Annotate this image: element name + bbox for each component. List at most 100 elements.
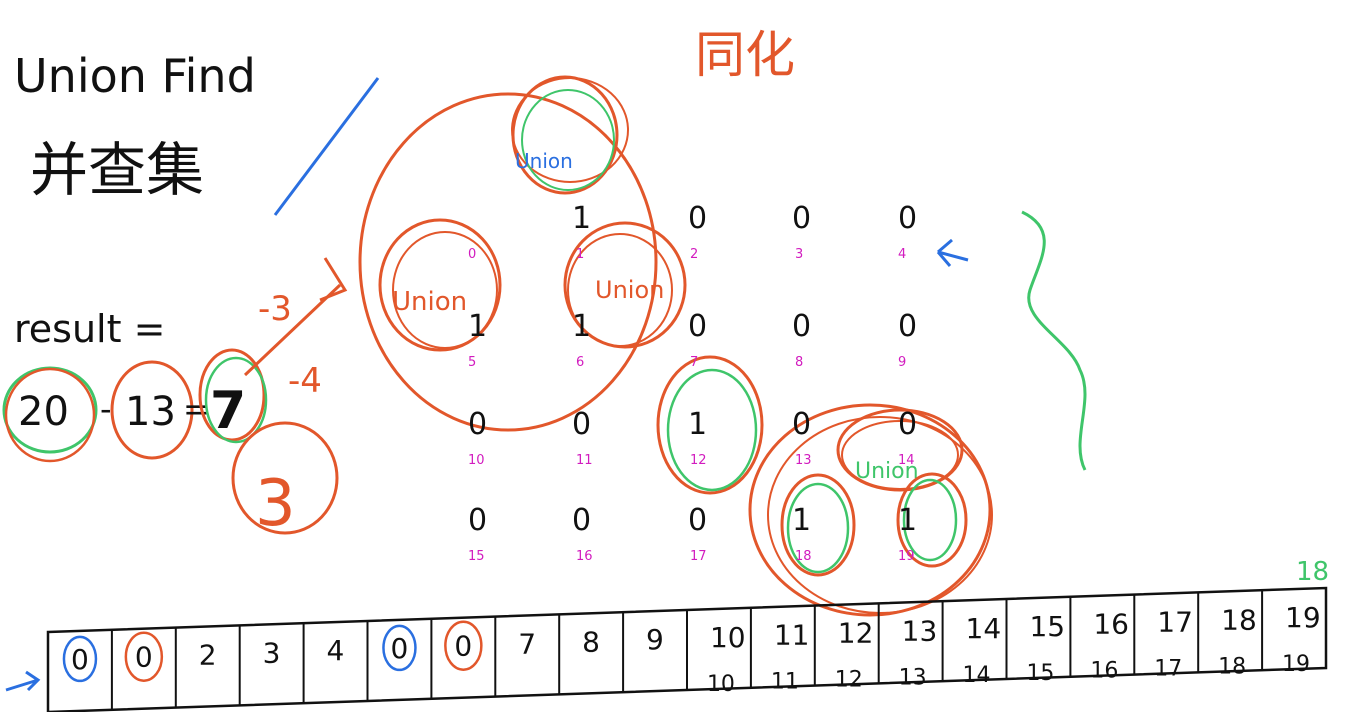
result-term-1: 20 bbox=[18, 389, 69, 435]
array-cell-6: 0 bbox=[454, 630, 472, 663]
grid-cell-value-r0-c4: 0 bbox=[898, 201, 917, 236]
array-cell-13: 13 bbox=[902, 614, 938, 647]
array-cell-17: 17 bbox=[1157, 606, 1193, 639]
grid-cell-index-6: 6 bbox=[576, 355, 584, 370]
grid-cell-value-r0-c1: 1 bbox=[572, 201, 591, 236]
grid-cell-value-r3-c4: 1 bbox=[898, 503, 917, 538]
array-index-14: 14 bbox=[963, 663, 991, 688]
result-op-1: - bbox=[100, 390, 112, 428]
array-cell-5: 0 bbox=[390, 632, 408, 665]
grid-cell-index-7: 7 bbox=[690, 355, 698, 370]
pointer-arrow bbox=[936, 238, 969, 267]
grid-cell-index-14: 14 bbox=[898, 453, 915, 468]
union-label-2: Union bbox=[392, 287, 467, 317]
grid-cell-value-r3-c2: 0 bbox=[688, 503, 707, 538]
grid-cell-value-r0-c2: 0 bbox=[688, 201, 707, 236]
grid-cell-value-r2-c0: 0 bbox=[468, 407, 487, 442]
grid-cell-value-r1-c2: 0 bbox=[688, 309, 707, 344]
array-index-12: 12 bbox=[835, 668, 863, 693]
grid-cell-value-r0-c3: 0 bbox=[792, 201, 811, 236]
top-note: 同化 bbox=[695, 26, 795, 84]
grid-cell-value-r2-c1: 0 bbox=[572, 407, 591, 442]
annotation-3: 3 bbox=[255, 467, 296, 541]
annotation-minus-4: -4 bbox=[288, 361, 322, 401]
grid-cell-index-11: 11 bbox=[576, 453, 593, 468]
grid-cell-value-r2-c4: 0 bbox=[898, 407, 917, 442]
array-cell-7: 7 bbox=[518, 628, 536, 661]
array-cell-15: 15 bbox=[1029, 610, 1065, 643]
grid-cell-index-0: 0 bbox=[468, 247, 476, 262]
grid-cell-index-9: 9 bbox=[898, 355, 906, 370]
result-expression: 20 - 13 = 7 -3 -4 3 bbox=[2, 257, 348, 541]
array-cell-14: 14 bbox=[966, 612, 1002, 645]
array-index-10: 10 bbox=[707, 672, 735, 697]
array-union-mark bbox=[124, 631, 164, 682]
annotation-minus-3: -3 bbox=[258, 289, 292, 329]
grid-cell-value-r3-c0: 0 bbox=[468, 503, 487, 538]
array-index-17: 17 bbox=[1154, 657, 1182, 682]
grid-cell-value-r3-c3: 1 bbox=[792, 503, 811, 538]
island-cluster-2: Union bbox=[656, 355, 993, 617]
union-label-4: Union bbox=[855, 459, 919, 484]
grid-cell-index-13: 13 bbox=[795, 453, 812, 468]
array-cell-3: 3 bbox=[263, 636, 281, 669]
union-label-1: Union bbox=[515, 149, 573, 173]
grid-cell-index-12: 12 bbox=[690, 453, 707, 468]
array-extra-top: 18 bbox=[1296, 557, 1329, 587]
array-cell-11: 11 bbox=[774, 619, 810, 652]
array-pointer-arrow bbox=[5, 670, 41, 692]
array-index-18: 18 bbox=[1218, 654, 1246, 679]
array-index-15: 15 bbox=[1026, 661, 1054, 686]
grid-cell-value-r2-c2: 1 bbox=[688, 407, 707, 442]
array-cell-2: 2 bbox=[199, 639, 217, 672]
result-term-2: 13 bbox=[125, 389, 176, 435]
title-line1: Union Find bbox=[14, 49, 256, 103]
grid-cell-index-16: 16 bbox=[576, 549, 593, 564]
array-cell-1: 0 bbox=[135, 641, 153, 674]
array-union-mark bbox=[444, 620, 483, 671]
grid-cell-index-1: 1 bbox=[576, 247, 584, 262]
array-cell-18: 18 bbox=[1221, 603, 1257, 636]
array-root-mark bbox=[62, 635, 98, 683]
grid-cell-value-r1-c1: 1 bbox=[572, 309, 591, 344]
grid-cell-index-17: 17 bbox=[690, 549, 707, 564]
title-line2: 并查集 bbox=[30, 136, 204, 204]
island-cluster-1: Union Union Union bbox=[358, 75, 687, 432]
union-label-3: Union bbox=[595, 276, 664, 304]
grid-cell-index-2: 2 bbox=[690, 247, 698, 262]
array-cell-0: 0 bbox=[71, 643, 89, 676]
grid-cell-value-r1-c0: 1 bbox=[468, 309, 487, 344]
result-label: result = bbox=[14, 307, 165, 351]
grid-cell-index-5: 5 bbox=[468, 355, 476, 370]
array-index-19: 19 bbox=[1282, 652, 1310, 677]
grid-cell-index-10: 10 bbox=[468, 453, 485, 468]
grid-cell-index-4: 4 bbox=[898, 247, 906, 262]
array-cell-4: 4 bbox=[327, 634, 345, 667]
array-cell-19: 19 bbox=[1285, 601, 1321, 634]
grid-cell-value-r3-c1: 0 bbox=[572, 503, 591, 538]
grid-cell-index-19: 19 bbox=[898, 549, 915, 564]
grid-cell-index-8: 8 bbox=[795, 355, 803, 370]
array-index-16: 16 bbox=[1090, 659, 1118, 684]
grid-cell-value-r2-c3: 0 bbox=[792, 407, 811, 442]
grid-cell-value-r1-c3: 0 bbox=[792, 309, 811, 344]
grid-cell-index-3: 3 bbox=[795, 247, 803, 262]
result-term-3: 7 bbox=[210, 381, 246, 441]
array-cell-12: 12 bbox=[838, 617, 874, 650]
divider-line bbox=[273, 77, 380, 216]
array-cell-9: 9 bbox=[646, 623, 664, 656]
array-index-13: 13 bbox=[899, 665, 927, 690]
array-cell-8: 8 bbox=[582, 625, 600, 658]
array-root-mark bbox=[382, 624, 417, 672]
array-cell-10: 10 bbox=[710, 621, 746, 654]
array-frame bbox=[46, 586, 1328, 712]
array-index-11: 11 bbox=[771, 670, 799, 695]
grid-layer: 0110203041516070809010011112013014015016… bbox=[468, 201, 917, 564]
grid-cell-index-15: 15 bbox=[468, 549, 485, 564]
grid-cell-index-18: 18 bbox=[795, 549, 812, 564]
brace-squiggle bbox=[1021, 210, 1087, 471]
grid-cell-value-r1-c4: 0 bbox=[898, 309, 917, 344]
